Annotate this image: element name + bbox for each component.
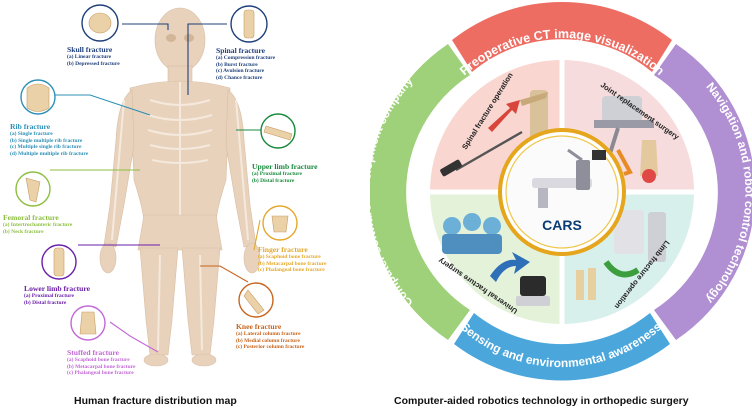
lower-limb-fracture-block: Lower limb fracture (a) Proximal fractur… [24, 284, 90, 306]
leg-bones-icon [576, 268, 596, 300]
rib-fracture-title: Rib fracture [10, 122, 51, 131]
finger-fracture-title: Finger fracture [258, 245, 308, 254]
stuffed-fracture-item: (c) Phalangeal bone fracture [67, 370, 134, 377]
femoral-fracture-block: Femoral fracture (a) Intertrochanteric f… [3, 213, 72, 235]
spinal-fracture-item: (c) Avulsion fracture [216, 68, 265, 75]
knee-implant-icon [616, 140, 658, 183]
stuffed-fracture-item: (a) Scaphoid bone fracture [67, 357, 130, 363]
skull-fracture-title: Skull fracture [67, 45, 113, 54]
rib-fracture-item: (a) Single fracture [10, 131, 53, 137]
spinal-fracture-title: Spinal fracture [216, 46, 266, 55]
human-body-figure [15, 4, 298, 367]
surgical-drill-icon [440, 130, 523, 177]
ring-segment-bottom [454, 313, 670, 381]
stuffed-fracture-item: (b) Metacarpal bone fracture [67, 363, 136, 370]
lower-limb-fracture-title: Lower limb fracture [24, 284, 90, 293]
spinal-fracture-item: (b) Burst fracture [216, 61, 258, 68]
right-caption: Computer-aided robotics technology in or… [394, 395, 689, 407]
surgeons-icon [442, 213, 502, 254]
finger-fracture-item: (c) Phalangeal bone fracture [258, 267, 325, 274]
knee-fracture-item: (b) Medial column fracture [236, 337, 300, 344]
upper-limb-fracture-item: (a) Proximal fracture [252, 171, 302, 177]
spinal-fracture-block: Spinal fracture (a) Compression fracture… [216, 46, 275, 81]
lower-limb-fracture-item: (b) Distal fracture [24, 299, 67, 306]
knee-fracture-item: (a) Lateral column fracture [236, 331, 301, 337]
spinal-fracture-item: (a) Compression fracture [216, 55, 276, 61]
cart-robot-icon [516, 276, 550, 306]
cars-diagram: Preoperative CT image visualization Navi… [370, 1, 752, 381]
ring-segment-right [654, 44, 752, 340]
knee-fracture-title: Knee fracture [236, 322, 282, 331]
rib-fracture-item: (b) Single multiple rib fracture [10, 137, 83, 144]
femoral-fracture-title: Femoral fracture [3, 213, 59, 222]
stuffed-fracture-title: Stuffed fracture [67, 348, 119, 357]
upper-limb-fracture-title: Upper limb fracture [252, 162, 318, 171]
rib-fracture-item: (c) Multiple single rib fracture [10, 144, 82, 151]
finger-fracture-item: (b) Metacarpal bone fracture [258, 260, 327, 267]
limb-robot-icon [603, 210, 666, 278]
upper-limb-fracture-item: (b) Distal fracture [252, 177, 295, 184]
surgical-robot-icon [532, 148, 606, 208]
ring-segment-left [370, 44, 470, 340]
knee-fracture-block: Knee fracture (a) Lateral column fractur… [236, 322, 304, 351]
femoral-fracture-item: (a) Intertrochanteric fracture [3, 222, 73, 228]
rib-fracture-block: Rib fracture (a) Single fracture (b) Sin… [10, 122, 88, 157]
cars-center-label: CARS [542, 217, 582, 233]
lower-limb-fracture-item: (a) Proximal fracture [24, 293, 74, 299]
skull-fracture-item: (a) Linear fracture [67, 54, 112, 60]
skull-fracture-block: Skull fracture (a) Linear fracture (b) D… [67, 45, 120, 67]
spine-model-icon [520, 90, 548, 140]
femoral-fracture-item: (b) Neck fracture [3, 228, 44, 235]
left-caption: Human fracture distribution map [74, 395, 237, 407]
knee-fracture-item: (c) Posterior column fracture [236, 344, 305, 351]
upper-limb-fracture-block: Upper limb fracture (a) Proximal fractur… [252, 162, 318, 184]
stuffed-fracture-block: Stuffed fracture (a) Scaphoid bone fract… [67, 348, 135, 377]
red-arrow-icon [488, 100, 520, 132]
spinal-fracture-item: (d) Chance fracture [216, 74, 263, 81]
blue-arrow-icon [490, 252, 530, 282]
ring-segment-top [452, 1, 672, 72]
skull-fracture-item: (b) Depressed fracture [67, 60, 120, 67]
finger-fracture-item: (a) Scaphoid bone fracture [258, 254, 321, 260]
finger-fracture-block: Finger fracture (a) Scaphoid bone fractu… [258, 245, 326, 274]
rib-fracture-item: (d) Multiple multiple rib fracture [10, 150, 89, 157]
